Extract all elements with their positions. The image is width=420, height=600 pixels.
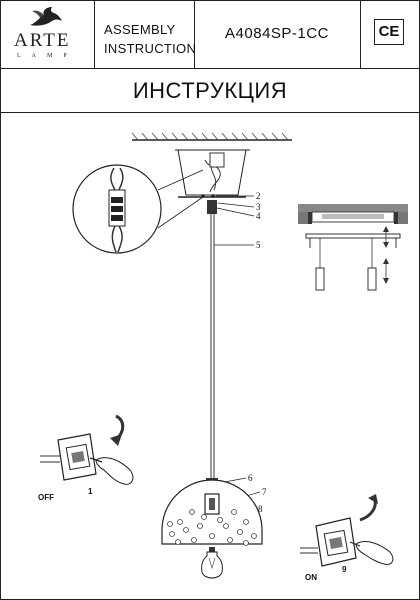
callout-labels: 2 3 4 5 6 7 8 [248,191,267,514]
model-cell: A4084SP-1CC [194,0,361,68]
doc-type-cell: ASSEMBLY INSTRUCTION [94,0,196,68]
wire-connector-detail-icon [72,164,204,254]
ce-cell: CE [360,0,420,68]
light-bulb-icon [201,547,223,579]
callout-3: 3 [256,202,261,212]
callout-2: 2 [256,191,261,201]
mounting-plate-detail [298,204,408,291]
switch-off-label: OFF [38,493,54,502]
header: ARTE LAMP ASSEMBLY INSTRUCTION A4084SP-1… [0,0,420,69]
arrow-off-icon [110,414,125,446]
hand-pointer-off-icon [89,457,134,485]
ceiling-canopy-icon [175,149,250,198]
step-9-label: 9 [342,565,347,574]
suspension-cable [206,200,218,488]
callout-7: 7 [262,487,267,497]
callout-5: 5 [256,240,261,250]
title-band [0,68,420,113]
model-number: A4084SP-1CC [225,25,329,42]
hand-pointer-on-icon [349,541,394,565]
brand-logo: ARTE [14,30,71,51]
callout-leaders [213,195,261,511]
arrow-on-icon [359,494,378,522]
brand-sub: LAMP [17,53,78,59]
switch-on-label: ON [305,573,317,582]
arte-bird-logo-icon [30,7,62,26]
doc-type: ASSEMBLY INSTRUCTION [104,20,196,58]
callout-6: 6 [248,473,253,483]
doc-type-line1: ASSEMBLY [104,22,176,37]
doc-type-line2: INSTRUCTION [104,41,197,56]
lamp-shade-icon [161,479,263,546]
logo-cell: ARTE LAMP [0,0,95,68]
wall-switch-off-icon [40,433,97,481]
wall-switch-on-icon [300,517,357,567]
ce-mark-icon: CE [374,19,404,45]
page-title: ИНСТРУКЦИЯ [132,78,288,103]
ceiling [131,132,292,141]
step-1-label: 1 [88,487,93,496]
callout-8: 8 [258,504,263,514]
callout-4: 4 [256,211,261,221]
